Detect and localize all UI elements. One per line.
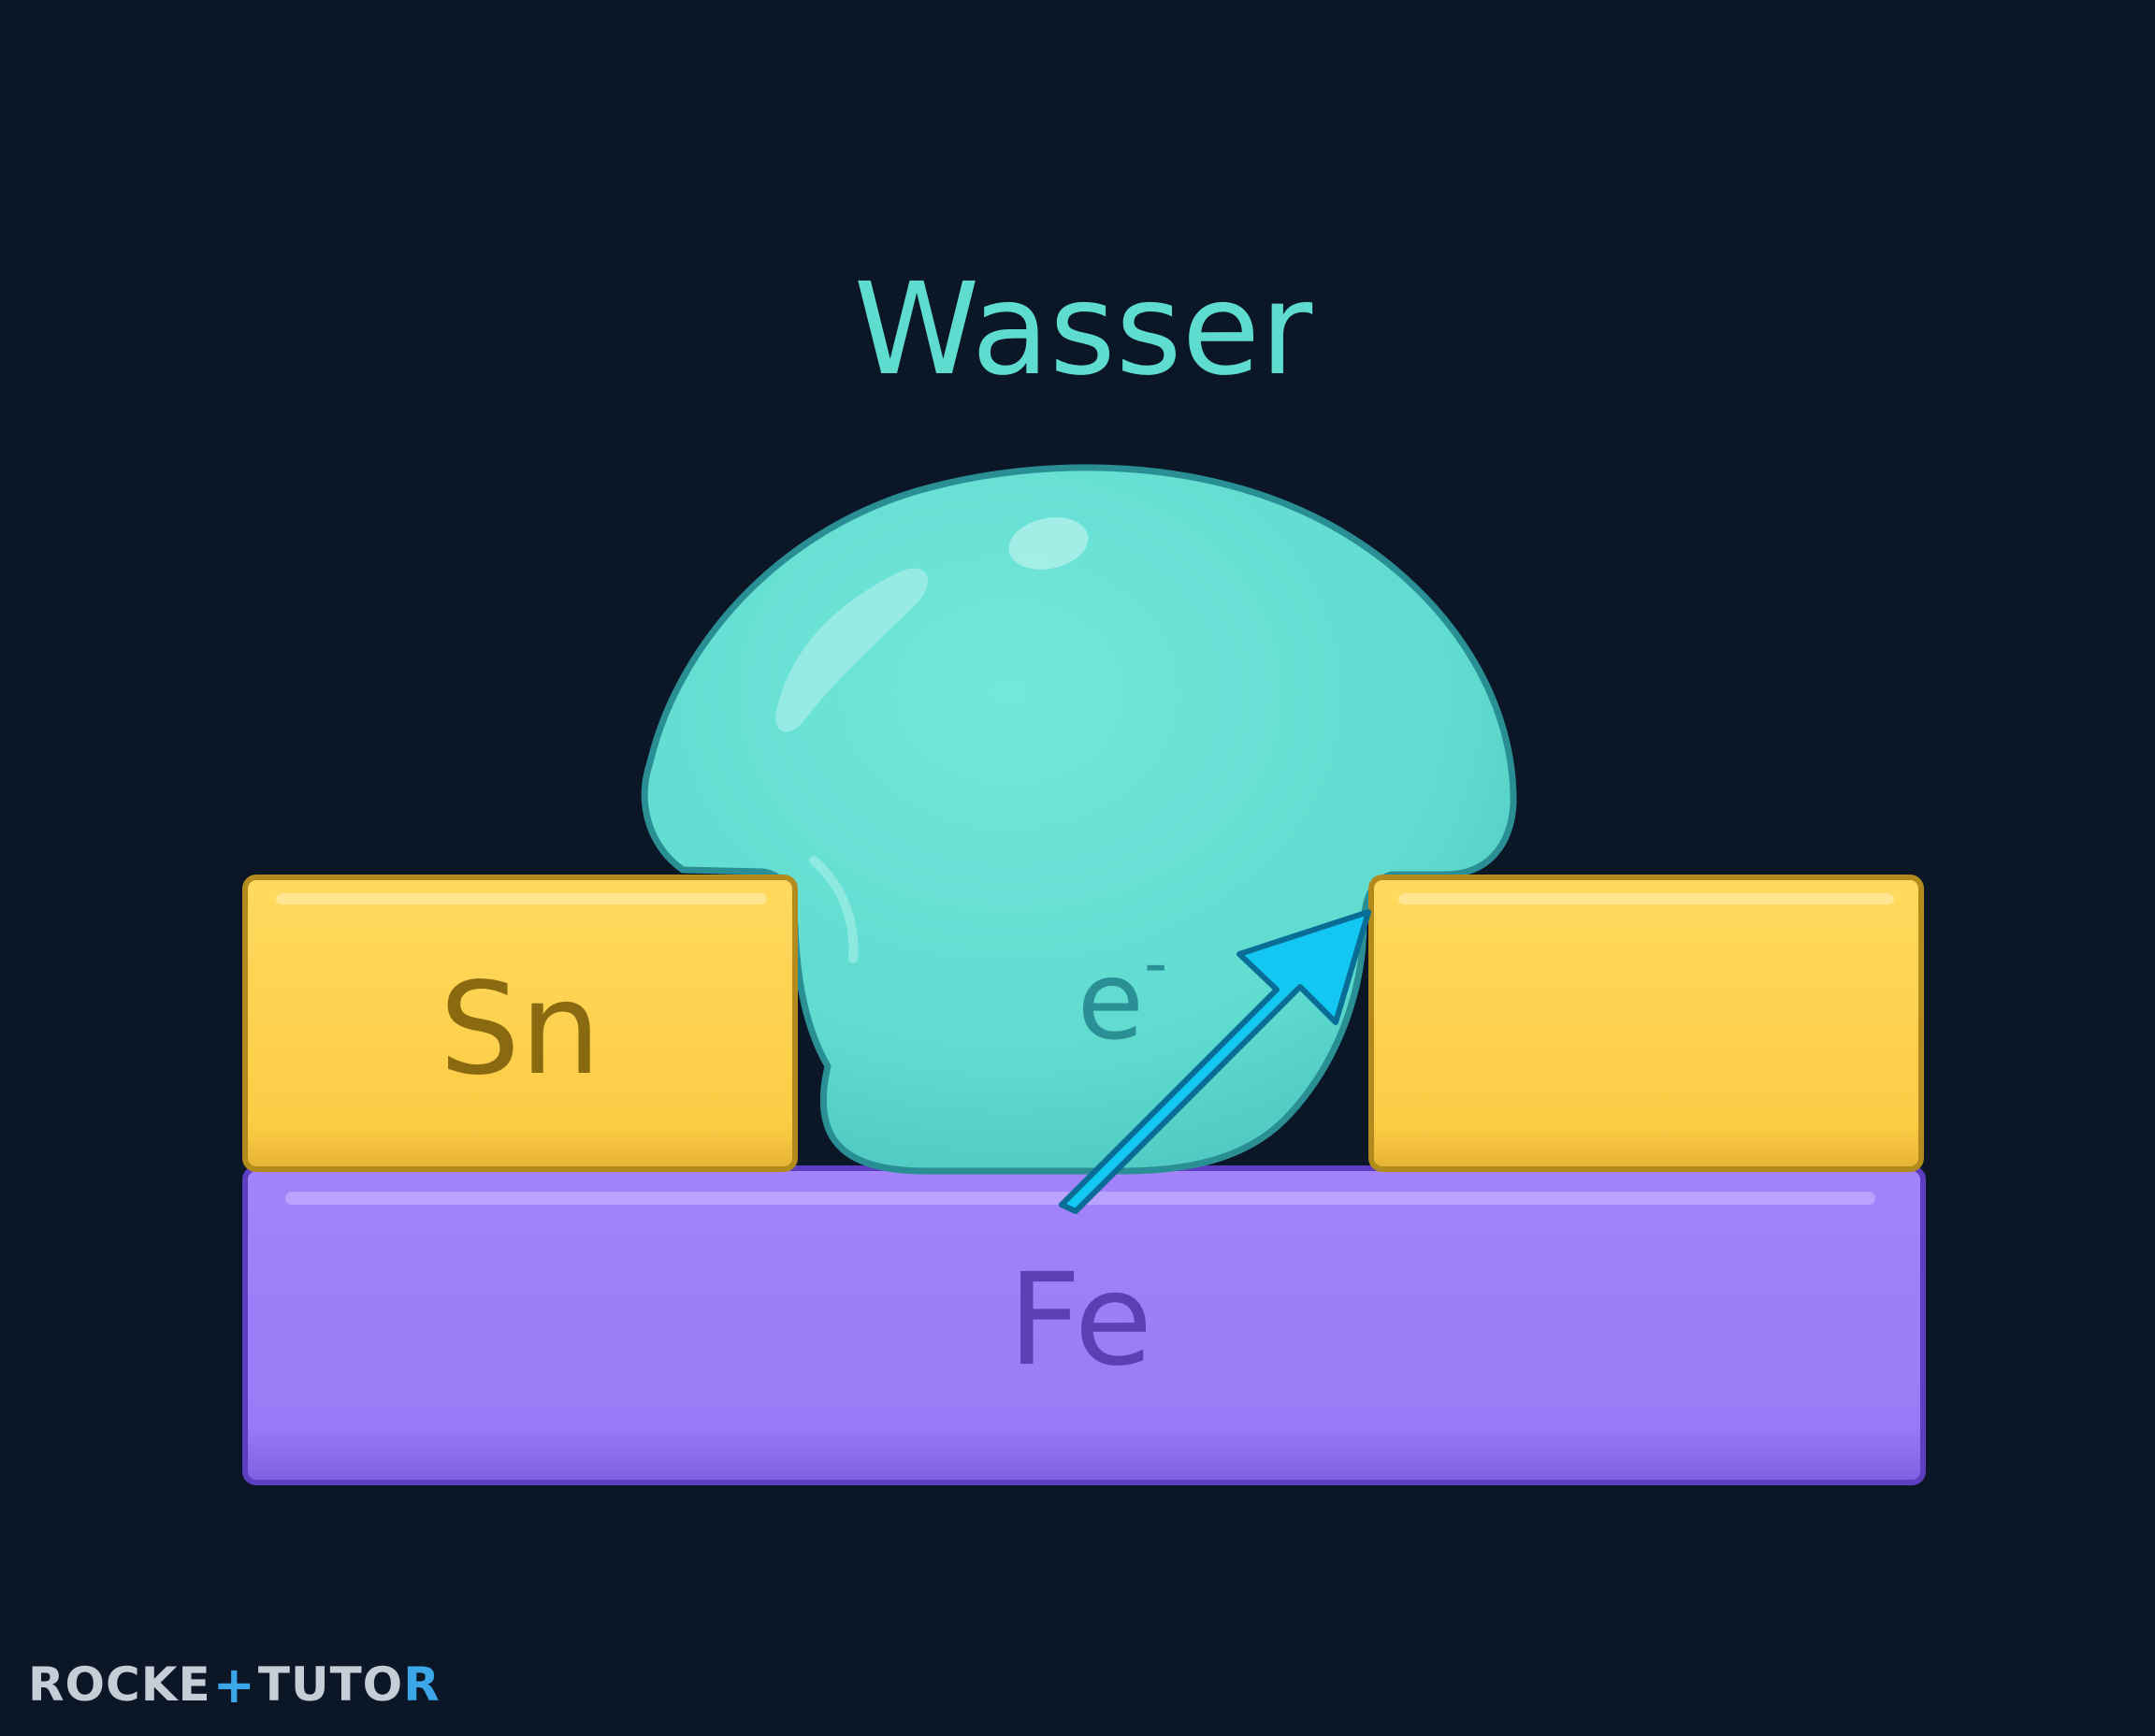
tin-left-highlight bbox=[276, 893, 767, 904]
water-highlight-large bbox=[775, 568, 928, 732]
water-highlight-small bbox=[1008, 517, 1089, 570]
logo-last-letter: R bbox=[403, 1657, 441, 1712]
water-droplet: e- bbox=[641, 464, 1517, 1175]
tin-block-left-shape bbox=[242, 875, 798, 1172]
tin-label: Sn bbox=[440, 956, 601, 1104]
tin-block-left: Sn bbox=[242, 875, 798, 1172]
electron-flow-arrow bbox=[1059, 909, 1371, 1214]
water-highlight-side bbox=[809, 856, 859, 963]
electron-label: e- bbox=[1078, 925, 1168, 1064]
tin-right-highlight bbox=[1398, 893, 1894, 904]
logo-text-left: ROCKE bbox=[28, 1657, 211, 1712]
water-title: Wasser bbox=[853, 256, 1313, 404]
iron-layer: Fe bbox=[242, 1165, 1926, 1485]
rocket-plus-icon: + bbox=[212, 1655, 256, 1714]
logo-text-right: TUTO bbox=[257, 1657, 404, 1712]
arrow-icon bbox=[1059, 909, 1371, 1214]
iron-label: Fe bbox=[1008, 1247, 1152, 1395]
tin-block-right-shape bbox=[1368, 875, 1924, 1172]
tin-block-right bbox=[1368, 875, 1924, 1172]
